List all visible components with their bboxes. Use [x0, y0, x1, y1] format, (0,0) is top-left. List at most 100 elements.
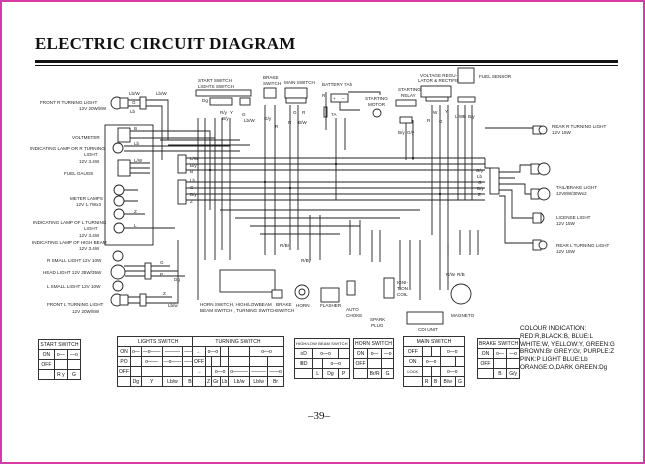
wire-label: P	[160, 272, 163, 277]
low-beam-icon: ≣D	[293, 358, 314, 369]
cell: o———	[228, 366, 251, 377]
footer-cell: G	[381, 368, 394, 379]
footer-cell: L	[312, 368, 323, 379]
label-l-small: L SMALL LIGHT 12V 10W	[47, 284, 101, 289]
wire-label: L/W	[134, 158, 143, 163]
connector-block: L/W B/y B Lb G B/y Z	[177, 154, 199, 205]
cell: o—o	[205, 346, 221, 357]
label: 12V 15W	[556, 221, 576, 226]
cell	[506, 358, 521, 369]
cell	[130, 356, 142, 367]
label: TION	[397, 286, 408, 291]
label-ind-highbeam-spec: 12V 3.4W	[79, 246, 100, 251]
wire-label: R	[302, 110, 306, 115]
cell	[161, 366, 184, 377]
label-ind-l-turning: INDICATING LAMP OF L TURNING	[33, 220, 107, 225]
label: SWITCH	[276, 308, 294, 313]
table-title: START SWITCH	[38, 339, 81, 350]
label: HORN	[296, 303, 310, 308]
footer-cell: R	[421, 376, 432, 387]
start-lights-switch: START SWITCH LIGHTS SWITCH Dg R/y B/y Y …	[195, 78, 255, 123]
footer-cell: Lb/w	[228, 376, 251, 387]
wire-label: B/y	[222, 116, 229, 121]
cell	[492, 358, 508, 369]
label: PLUG	[371, 323, 384, 328]
cell	[430, 346, 441, 357]
wire-label: Z	[190, 199, 193, 204]
label: MAGNETO	[451, 313, 475, 318]
left-arrow-icon: ←	[191, 346, 207, 357]
legend-line: BROWN:Br GREY:Gr, PURPLE:Z	[520, 348, 615, 356]
cell	[219, 356, 230, 367]
cell: —o——	[161, 356, 184, 367]
label-r-small: R SMALL LIGHT 12V 10W	[47, 258, 102, 263]
wire-label: R	[275, 124, 279, 129]
label-ind-r-turning: INDICATING LAMP OR R TURNING	[30, 146, 105, 151]
row-label: OFF	[191, 356, 207, 367]
footer-cell: B/w	[439, 376, 456, 387]
battery-minus: −	[342, 96, 345, 101]
instrument-cluster: B Lb L/W Z L	[104, 124, 175, 246]
rear-lights: REAR R TURNING LIGHT 12V 15W G/y Lb G B/…	[476, 124, 610, 254]
label: LATOR & RECTIFIER	[418, 78, 463, 83]
wire-label: B/y	[398, 130, 405, 135]
cell: o—	[367, 348, 383, 359]
right-arrow-icon: →	[191, 366, 207, 377]
page-title: ELECTRIC CIRCUIT DIAGRAM	[35, 34, 296, 53]
footer-cell: Br	[267, 376, 284, 387]
footer-cell: Br/R	[367, 368, 383, 379]
footer-cell: R y	[53, 369, 68, 380]
cell	[430, 366, 441, 377]
wire-label: R/Br	[280, 243, 290, 248]
wire-label: Y	[445, 109, 448, 114]
label: 12V 15W	[552, 130, 572, 135]
footer-cell: G/y	[506, 368, 521, 379]
wiring-harness	[150, 105, 485, 300]
wire-label: R	[427, 118, 431, 123]
wire-label: G	[242, 112, 246, 117]
wire-label: Z	[134, 209, 137, 214]
cell: o—o	[312, 348, 339, 359]
label: CDI UNIT	[418, 327, 438, 332]
front-r-turning-light: Lb/W Lb/W G Lb	[110, 91, 169, 160]
label: LIGHTS SWITCH	[198, 84, 234, 89]
cell: o——	[140, 356, 163, 367]
cell	[403, 376, 423, 387]
wire-label: B/y	[190, 163, 197, 168]
row-label: OFF	[352, 358, 369, 369]
table-title: HIGH/LOW BEAM SWITCH	[294, 338, 350, 349]
legend-line: WHITE:W, YELLOW:Y, GREEN:G	[520, 340, 615, 348]
front-l-turning-light: Z Lb/w	[110, 240, 179, 308]
wire-label: Lb	[130, 109, 136, 114]
cell	[219, 346, 230, 357]
label-front-r-turning: FRONT R TURNING LIGHT	[40, 100, 97, 105]
row-label: LOCK	[403, 366, 423, 377]
wire-label: G/y	[264, 116, 272, 121]
wire-label: R	[288, 120, 292, 125]
cell	[381, 358, 394, 369]
label: CHOKE	[346, 313, 362, 318]
label: TAIL/BRAKE LIGHT	[556, 185, 597, 190]
cell: —o	[506, 348, 521, 359]
main-switch-top: MAIN SWITCH G R R B/W	[284, 80, 315, 125]
label: VOLTAGE REGU-	[420, 73, 458, 78]
cell	[352, 368, 369, 379]
label-fuel-gauge: FUEL GAUGE	[64, 171, 93, 176]
footer-cell: Y	[140, 376, 163, 387]
wire-label: Lb	[134, 141, 140, 146]
cell: o—o	[321, 358, 350, 369]
label: 12V 15W	[556, 249, 576, 254]
colour-legend: COLOUR INDICATION: RED:R,BLACK:B, BLUE:L…	[520, 325, 615, 372]
wire-label: Lb	[190, 178, 196, 183]
row-label: ON	[38, 349, 55, 360]
label: LICENSE LIGHT	[556, 215, 591, 220]
row-label: OFF	[38, 359, 55, 370]
cell	[228, 346, 251, 357]
label: BATTERY 7Ah	[322, 82, 353, 87]
cell	[267, 356, 284, 367]
cell: —o	[66, 349, 82, 360]
wire-label: B/y	[468, 114, 475, 119]
wire-label: G	[293, 110, 297, 115]
